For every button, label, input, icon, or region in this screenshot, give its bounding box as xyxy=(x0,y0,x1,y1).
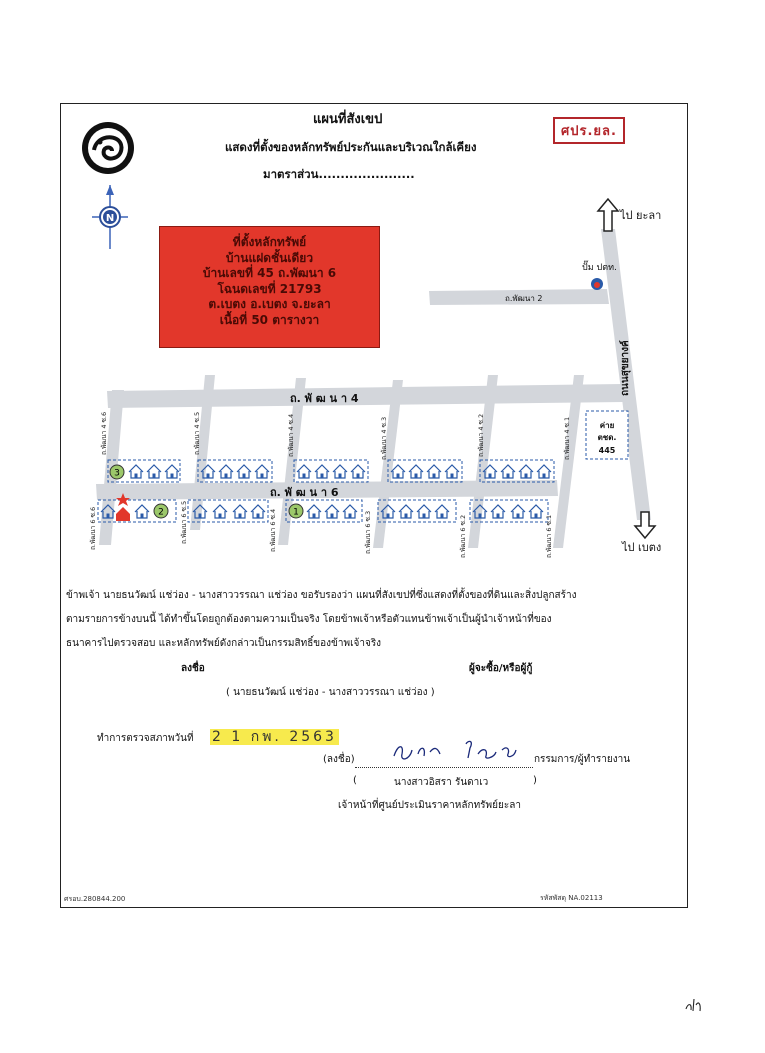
main-road xyxy=(601,229,651,520)
soi-p4-5-label: ถ.พัฒนา 4 ซ.5 xyxy=(193,412,201,455)
property-area: เนื้อที่ 50 ตารางวา xyxy=(219,312,320,327)
svg-text:N: N xyxy=(106,213,114,224)
soi-p6-6-label: ถ.พัฒนา 6 ซ.6 xyxy=(89,507,97,550)
gas-station-label: ปั๊ม ปตท. xyxy=(582,260,617,273)
officer-role: กรรมการ/ผู้ทำรายงาน xyxy=(534,754,631,765)
soi-p6-1-label: ถ.พัฒนา 6 ซ.1 xyxy=(545,515,553,558)
statement-line-1: ข้าพเจ้า นายธนวัฒน์ แช่ว่อง - นางสาววรรณ… xyxy=(66,590,577,601)
north-compass-icon: N xyxy=(92,185,128,249)
soi-p4-3-label: ถ.พัฒนา 4 ซ.3 xyxy=(380,417,388,460)
property-address: บ้านเลขที่ 45 ถ.พัฒนา 6 xyxy=(202,266,337,280)
document-title: แผนที่สังเขป xyxy=(313,112,383,127)
borrower-names: ( นายธนวัฒน์ แช่ว่อง - นางสาววรรณา แช่ว่… xyxy=(226,687,435,698)
soi-p4-1-label: ถ.พัฒนา 4 ซ.1 xyxy=(563,417,571,460)
gas-station-icon xyxy=(591,278,603,290)
subject-property-icon xyxy=(116,493,150,521)
officer-name: นางสาวอิสรา รันดาเว xyxy=(394,777,489,788)
road-phatthana-4 xyxy=(107,384,624,408)
site-map: 1 2 3 ไป ยะลา ไป เบตง ปั๊ม ปตท. ถ.พัฒนา … xyxy=(89,197,661,558)
property-type: บ้านแฝดชั้นเดียว xyxy=(225,250,314,265)
camp-label-3: 445 xyxy=(599,446,616,455)
arrow-up-icon xyxy=(596,197,620,232)
officer-sign-line xyxy=(355,767,533,768)
officer-name-close: ) xyxy=(533,775,537,786)
scale-label: มาตราส่วน...................... xyxy=(263,167,415,181)
document-subtitle: แสดงที่ตั้งของหลักทรัพย์ประกันและบริเวณใ… xyxy=(225,140,477,154)
officer-sign-label: (ลงชื่อ) xyxy=(323,754,355,765)
borrower-label: ผู้จะซื้อ/หรือผู้กู้ xyxy=(469,663,533,674)
house-row-upper xyxy=(107,459,555,483)
owner-sign-label: ลงชื่อ xyxy=(181,663,205,674)
inspection-date-value: 2 1 กพ. 2563 xyxy=(210,729,339,745)
officer-signature xyxy=(393,740,517,760)
soi-p6-5-label: ถ.พัฒนา 6 ซ.5 xyxy=(180,501,188,544)
officer-name-open: ( xyxy=(353,775,357,786)
margin-handwriting-mark xyxy=(685,998,701,1012)
soi-p4-6-label: ถ.พัฒนา 4 ซ.6 xyxy=(100,412,108,455)
soi-p6-4-label: ถ.พัฒนา 6 ซ.4 xyxy=(269,509,277,552)
road-phatthana-6 xyxy=(96,480,558,500)
office-code-stamp: ศปร.ยล. xyxy=(553,117,625,144)
soi-p6-2-label: ถ.พัฒนา 6 ซ.2 xyxy=(459,515,467,558)
to-yala-label: ไป ยะลา xyxy=(619,209,661,222)
road-phatthana-6-label: ถ. พั ฒ น า 6 xyxy=(270,486,339,499)
road-phatthana-2-label: ถ.พัฒนา 2 xyxy=(505,294,542,303)
main-road-label: ถนนสุขยางค์ xyxy=(619,340,631,396)
comparable-marker-1: 1 xyxy=(288,503,304,519)
marker-2-label: 2 xyxy=(158,508,164,518)
marker-3-label: 3 xyxy=(114,469,120,479)
arrow-down-icon xyxy=(633,511,657,540)
camp-box xyxy=(585,410,629,460)
road-phatthana-2 xyxy=(429,289,609,305)
to-betong-label: ไป เบตง xyxy=(621,541,661,554)
camp-label-1: ค่าย xyxy=(600,421,615,430)
property-deed: โฉนดเลขที่ 21793 xyxy=(217,281,322,296)
soi-p4-2-label: ถ.พัฒนา 4 ซ.2 xyxy=(477,414,485,457)
soi-p6-3-label: ถ.พัฒนา 6 ซ.3 xyxy=(364,511,372,554)
statement-line-3: ธนาคารไปตรวจสอบ และหลักทรัพย์ดังกล่าวเป็… xyxy=(66,638,382,649)
inspection-date-stamp: 2 1 กพ. 2563 xyxy=(210,726,339,748)
comparable-marker-2: 2 xyxy=(153,503,169,519)
property-location-box: ที่ตั้งหลักทรัพย์ บ้านแฝดชั้นเดียว บ้านเ… xyxy=(159,226,380,348)
house-row-lower xyxy=(97,499,549,523)
footer-right-code: รหัสพัสดุ NA.02113 xyxy=(540,894,603,902)
property-district: ต.เบตง อ.เบตง จ.ยะลา xyxy=(208,297,331,311)
property-heading: ที่ตั้งหลักทรัพย์ xyxy=(232,235,307,249)
comparable-marker-3: 3 xyxy=(109,464,125,480)
soi-p4-4-label: ถ.พัฒนา 4 ซ.4 xyxy=(287,414,295,457)
marker-1-label: 1 xyxy=(293,508,299,518)
officer-position: เจ้าหน้าที่ศูนย์ประเมินราคาหลักทรัพย์ยะล… xyxy=(338,800,521,811)
footer-left-code: ศรอบ.280844.200 xyxy=(64,895,126,903)
bank-logo-icon xyxy=(82,122,134,174)
inspection-date-label: ทำการตรวจสภาพวันที่ xyxy=(97,733,194,744)
camp-label-2: ตชด. xyxy=(598,433,617,442)
statement-line-2: ตามรายการข้างบนนี้ ได้ทำขึ้นโดยถูกต้องตา… xyxy=(66,614,552,625)
road-phatthana-4-label: ถ. พั ฒ น า 4 xyxy=(290,392,359,405)
document-frame xyxy=(60,103,688,908)
